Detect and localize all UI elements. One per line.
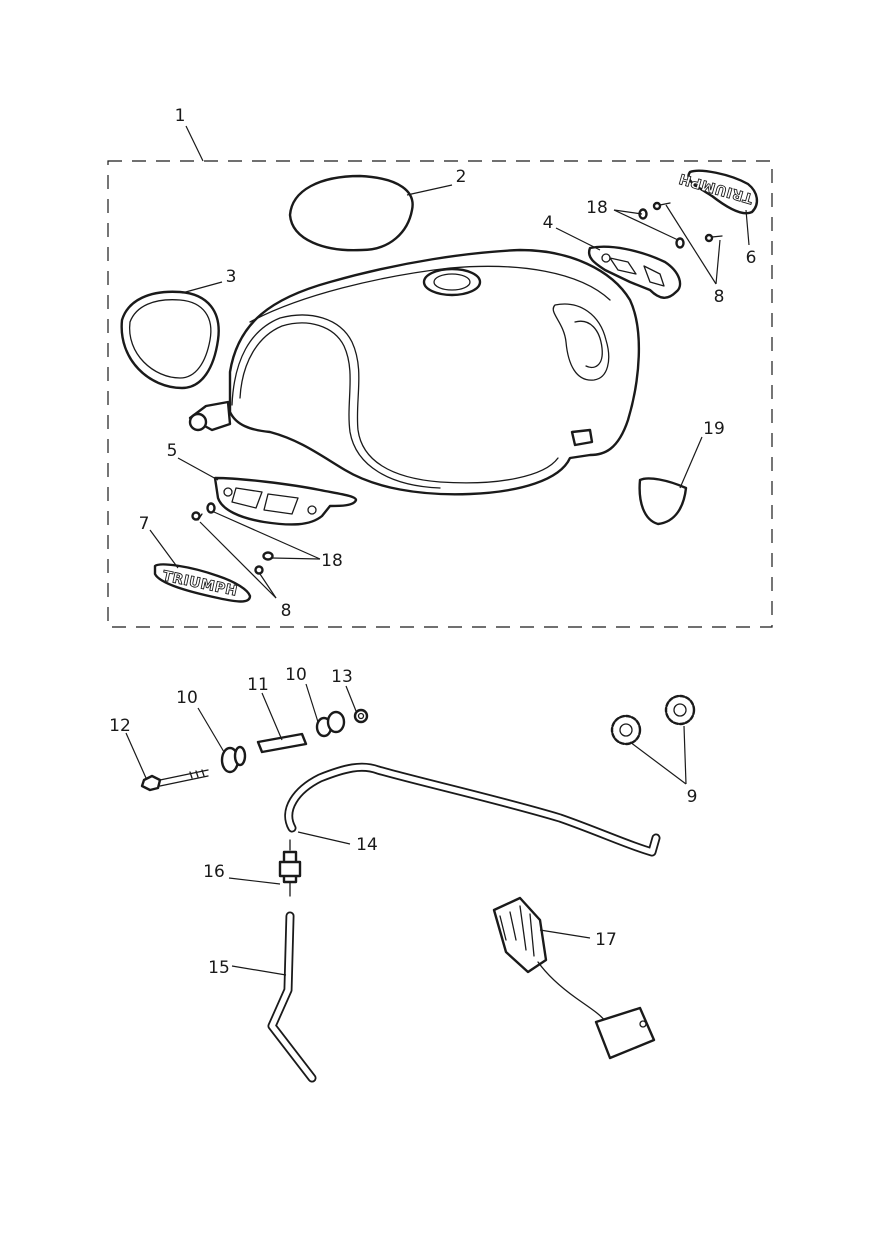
tank-bracket-left <box>213 476 358 526</box>
mounting-bolt <box>140 769 209 792</box>
breather-hose <box>284 762 661 857</box>
fuel-tank <box>188 248 641 496</box>
callout-10-left: 10 <box>176 688 198 708</box>
screw-top-b <box>704 233 723 243</box>
callout-16: 16 <box>203 862 225 882</box>
tank-badge-left: TRIUMPH <box>153 563 252 603</box>
callout-7: 7 <box>139 514 150 534</box>
callout-17: 17 <box>595 930 617 950</box>
grommet-left <box>220 745 247 774</box>
callout-14: 14 <box>356 835 378 855</box>
screw-top-a <box>652 201 671 211</box>
callout-12: 12 <box>109 716 131 736</box>
grommet-right <box>315 710 346 738</box>
callout-13: 13 <box>331 667 353 687</box>
leader-lines <box>125 125 750 976</box>
callout-18-bottom: 18 <box>321 551 343 571</box>
callout-1: 1 <box>175 106 186 126</box>
screw-bottom-a <box>191 511 203 521</box>
callout-3: 3 <box>226 267 237 287</box>
cover-pad <box>638 477 688 526</box>
drain-hose <box>267 911 317 1083</box>
spacer-tube <box>256 732 308 754</box>
gear-b <box>664 694 696 726</box>
knee-pad-left <box>120 290 220 390</box>
kit-boundary <box>107 160 773 628</box>
callout-4: 4 <box>543 213 554 233</box>
inline-filter <box>278 839 302 897</box>
gear-a <box>610 714 642 746</box>
callout-9: 9 <box>687 787 698 807</box>
tank-bracket-right <box>587 245 682 299</box>
fuel-level-sender <box>492 896 656 1060</box>
callout-numbers: 1 2 3 4 5 6 7 8 8 9 10 10 11 12 13 14 16… <box>109 106 756 978</box>
callout-10-right: 10 <box>285 665 307 685</box>
callout-6: 6 <box>746 248 757 268</box>
washer-bottom-b <box>262 551 274 561</box>
washer-bottom-a <box>206 502 216 514</box>
screw-bottom-b <box>254 565 264 575</box>
callout-19: 19 <box>703 419 725 439</box>
callout-8-bottom: 8 <box>281 601 292 621</box>
callout-8-top: 8 <box>714 287 725 307</box>
knee-pad-right <box>288 174 414 252</box>
callout-18-top: 18 <box>586 198 608 218</box>
callout-11: 11 <box>247 675 269 695</box>
tank-badge-right: TRIUMPH <box>677 169 759 215</box>
callout-5: 5 <box>167 441 178 461</box>
callout-15: 15 <box>208 958 230 978</box>
nut <box>353 708 369 724</box>
washer-top-b <box>675 237 685 249</box>
callout-2: 2 <box>456 167 467 187</box>
